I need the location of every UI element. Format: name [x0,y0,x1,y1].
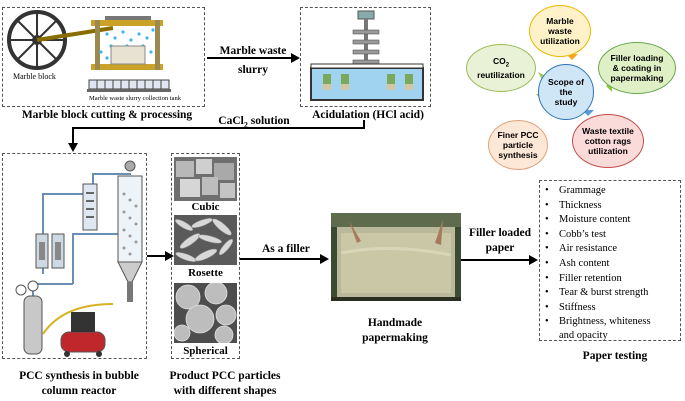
scope-center-line1: Scope of [548,77,584,87]
test-item: Air resistance [543,242,651,257]
bubble-column-illustration [15,160,143,357]
scope-filler-line1: Filler loading [610,53,664,63]
scope-textile-line2: cotton rags [584,136,632,146]
scope-marble-line3: utilization [540,36,580,46]
cacl2-suffix: solution [247,115,290,127]
scope-pcc-line1: Finer PCC [497,130,539,140]
paper-tests-list: Grammage Thickness Moisture content Cobb… [543,184,651,330]
product-particles-caption-1: Product PCC particles [169,370,281,382]
scope-textile-line3: utilization [588,146,628,156]
papermaking-caption-2: papermaking [362,332,428,344]
marble-cutting-illustration [7,10,171,92]
rosette-label: Rosette [174,267,237,280]
pcc-reactor-caption-2: column reactor [41,385,117,397]
scope-textile-line1: Waste textile [582,126,634,136]
scope-pcc-line2: particle [502,140,534,150]
spherical-label: Spherical [174,345,237,358]
arrow-product-to-papermaking [240,254,329,264]
product-particles-caption-2: with different shapes [173,385,277,397]
cacl2-prefix: CaCl [218,115,244,127]
scope-center-line2: the [559,87,573,97]
arrow-label-filler-loaded-1: Filler loaded [468,227,532,239]
arrow-label-cacl2: CaCl2 solution [206,114,302,132]
arrow-acidulation-to-reactor [68,120,365,152]
scope-pcc-line3: synthesis [498,150,538,160]
scope-marble-line1: Marble [546,16,574,26]
collection-tank-label: Marble waste slurry collection tank [89,95,182,102]
rosette-particles-image [174,215,237,265]
acidulation-panel [300,7,431,107]
papermaking-photo [331,213,461,301]
test-item-continuation: and opacity [559,330,608,341]
scope-center-line3: study [554,97,578,107]
test-item: Cobb’s test [543,228,651,243]
test-item: Filler retention [543,272,651,287]
cubic-label: Cubic [174,201,237,214]
pcc-reactor-caption-1: PCC synthesis in bubble [19,370,139,382]
pcc-reactor-panel [2,153,147,359]
arrow-label-marble-waste-1: Marble waste [219,45,287,57]
scope-filler-line3: papermaking [610,73,664,83]
test-item: Brightness, whiteness [543,315,651,330]
arrow-label-marble-waste-2: slurry [237,64,269,76]
paper-testing-caption: Paper testing [582,350,648,362]
arrow-label-filler-loaded-2: paper [485,242,515,254]
product-particles-panel [171,153,240,359]
test-item: Moisture content [543,213,651,228]
scope-co2-line2: reutilization [477,70,525,81]
acidulation-caption: Acidulation (HCl acid) [312,109,424,121]
arrow-reactor-to-product [147,251,174,261]
test-item: Stiffness [543,301,651,316]
cubic-particles-image [174,157,237,201]
papermaking-caption-1: Handmade [367,317,423,329]
scope-filler-line2: & coating in [612,63,662,73]
test-item: Grammage [543,184,651,199]
scope-marble-line2: waste [548,26,572,36]
scope-co2-prefix: CO [492,55,506,66]
test-item: Tear & burst strength [543,286,651,301]
arrow-marble-to-acidulation [207,53,300,63]
spherical-particles-image [174,283,237,343]
marble-cutting-caption: Marble block cutting & processing [21,109,193,121]
acidulation-tank-illustration [310,10,424,101]
test-item: Thickness [543,199,651,214]
scope-co2-sub: 2 [505,62,510,69]
arrow-label-as-filler: As a filler [262,243,310,255]
arrow-papermaking-to-testing [461,255,538,265]
marble-block-label: Marble block [13,72,56,81]
cacl2-subscript: 2 [243,120,248,130]
marble-cutting-panel: Marble block Marble waste slurry collect… [2,7,205,107]
test-item: Ash content [543,257,651,272]
paper-testing-panel: Grammage Thickness Moisture content Cobb… [539,180,681,341]
